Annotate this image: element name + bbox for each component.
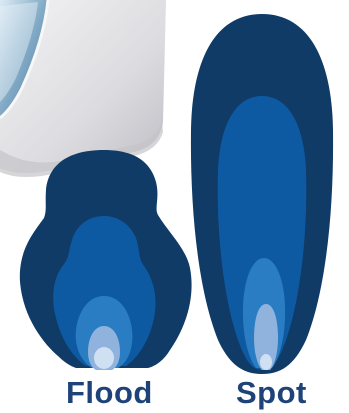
spot-beam-pattern-icon [191, 14, 333, 374]
flood-beam-pattern-icon [20, 150, 192, 370]
spot-hotspot [260, 354, 272, 370]
light-fixture-housing-icon [0, 0, 166, 177]
spot-label: Spot [236, 376, 307, 410]
flood-hotspot [94, 347, 114, 369]
flood-label: Flood [66, 376, 153, 410]
